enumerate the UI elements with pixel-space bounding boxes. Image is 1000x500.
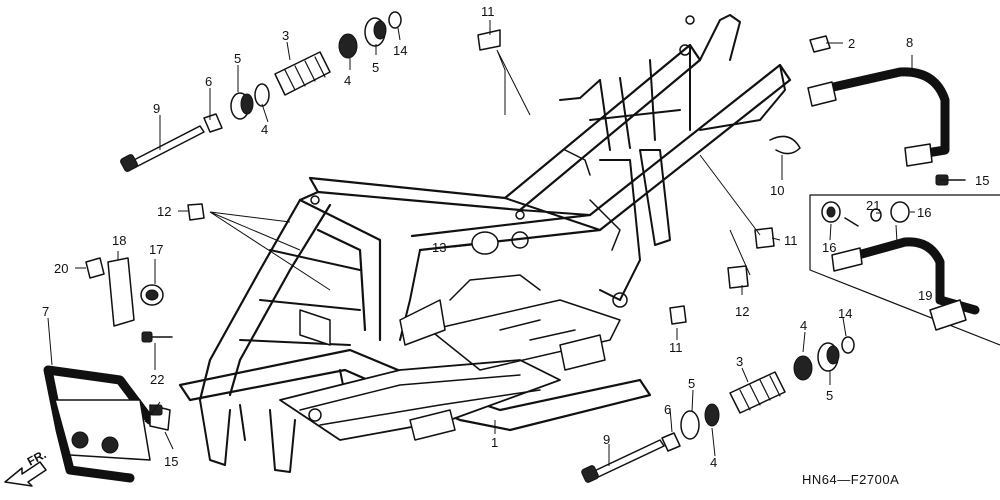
front-guard	[43, 365, 171, 483]
callout-5-upper-right: 5	[372, 60, 379, 75]
callout-12-right: 12	[735, 304, 749, 319]
lower-shaft-assembly	[581, 336, 855, 483]
callout-6-upper: 6	[205, 74, 212, 89]
callout-4-upper-left: 4	[261, 122, 268, 137]
left-bracket-parts	[85, 257, 173, 343]
callout-18: 18	[112, 233, 126, 248]
callout-5-lower-left: 5	[688, 376, 695, 391]
callout-17: 17	[149, 242, 163, 257]
callout-5-lower-right: 5	[826, 388, 833, 403]
callout-7: 7	[42, 304, 49, 319]
callout-11-lower: 11	[669, 340, 683, 355]
callout-22: 22	[150, 372, 164, 387]
callout-9-upper: 9	[153, 101, 160, 116]
callout-16-left: 16	[822, 240, 836, 255]
direction-label: FR.	[25, 447, 49, 468]
front-direction-arrow: FR.	[4, 447, 49, 487]
diagram-code: HN64—F2700A	[802, 472, 899, 487]
callout-9-lower: 9	[603, 432, 610, 447]
callout-4-upper-right: 4	[344, 73, 351, 88]
leader-lines	[47, 20, 960, 466]
callout-19: 19	[918, 288, 932, 303]
callout-4-lower-left: 4	[710, 455, 717, 470]
rear-grab-bar	[769, 35, 966, 186]
callout-3-upper: 3	[282, 28, 289, 43]
callout-1: 1	[491, 435, 498, 450]
callout-20: 20	[54, 261, 68, 276]
callout-13: 13	[432, 240, 446, 255]
callout-11-right: 11	[784, 233, 798, 248]
clamps	[187, 29, 775, 325]
callout-labels: 9 6 5 4 3 4 5 14 11 2 8 15 10 12 13 11 1…	[42, 4, 989, 470]
callout-5-upper-left: 5	[234, 51, 241, 66]
callout-16-right: 16	[917, 205, 931, 220]
callout-8: 8	[906, 35, 913, 50]
callout-4-lower-right: 4	[800, 318, 807, 333]
callout-15-left: 15	[164, 454, 178, 469]
callout-15-right: 15	[975, 173, 989, 188]
alt-grab-bar-inset	[809, 194, 1000, 346]
main-frame	[178, 14, 792, 473]
callout-2: 2	[848, 36, 855, 51]
upper-shaft-assembly	[120, 11, 402, 172]
callout-14-upper: 14	[393, 43, 407, 58]
callout-12-left: 12	[157, 204, 171, 219]
callout-3-lower: 3	[736, 354, 743, 369]
callout-10: 10	[770, 183, 784, 198]
callout-11-top: 11	[481, 4, 495, 19]
callout-6-lower: 6	[664, 402, 671, 417]
callout-14-lower: 14	[838, 306, 852, 321]
callout-21: 21	[866, 198, 880, 213]
